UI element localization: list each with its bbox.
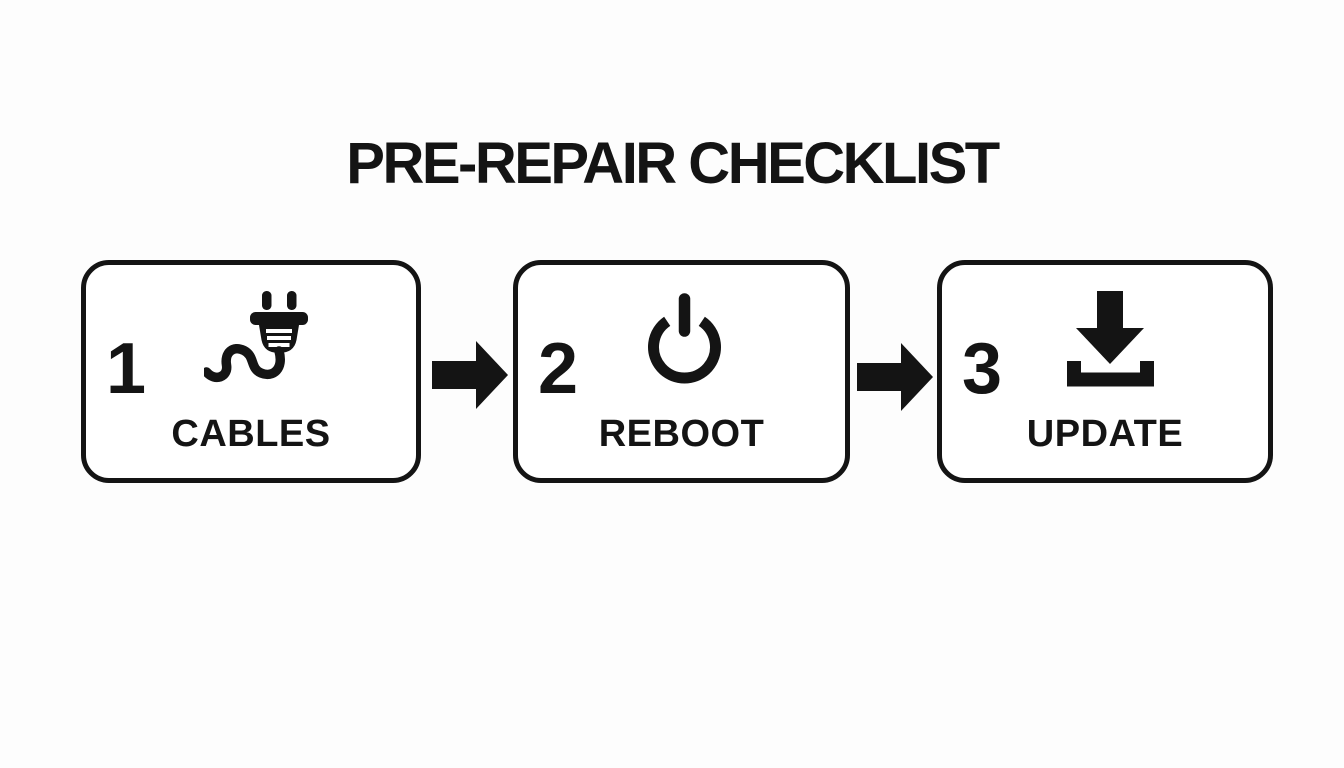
step-box-update: 3 UPDATE: [937, 260, 1273, 483]
step-number: 3: [962, 329, 1003, 409]
step-label: REBOOT: [598, 413, 765, 455]
power-plug-icon: [204, 285, 334, 400]
step-box-reboot: 2 REBOOT: [513, 260, 850, 483]
arrow-right-icon: [857, 343, 933, 411]
step-box-cables: 1 CABLES: [81, 260, 421, 483]
page-title: PRE-REPAIR CHECKLIST: [346, 131, 1000, 196]
power-button-icon: [642, 293, 728, 385]
step-label: UPDATE: [1026, 413, 1184, 455]
download-icon: [1067, 290, 1155, 390]
arrow-right-icon: [432, 341, 508, 409]
step-number: 1: [106, 329, 147, 409]
step-label: CABLES: [171, 413, 331, 455]
step-number: 2: [538, 329, 579, 409]
